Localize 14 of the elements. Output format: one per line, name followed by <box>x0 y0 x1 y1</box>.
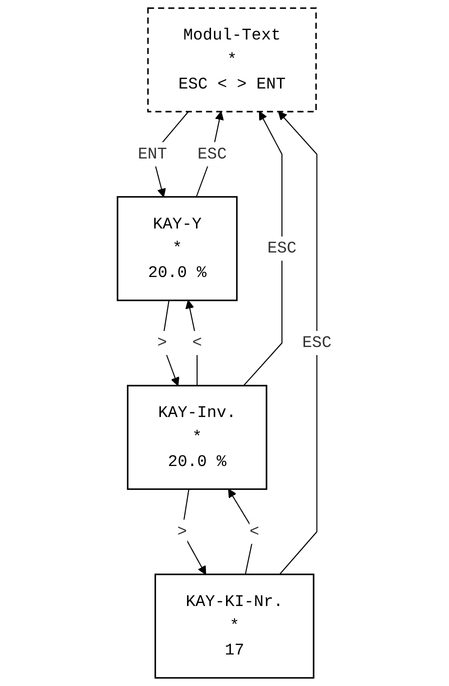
node-box <box>154 574 314 679</box>
node-box <box>126 384 268 490</box>
arrow <box>243 111 282 386</box>
node-box <box>147 7 317 112</box>
edge-label: ENT <box>138 145 168 164</box>
edge-label: < <box>192 334 202 352</box>
edge-label: ESC <box>197 145 227 164</box>
node-box <box>116 196 238 302</box>
edge-label: ESC <box>302 334 332 352</box>
edge-label: > <box>177 522 187 541</box>
arrow <box>278 111 318 575</box>
edge-label: ESC <box>267 239 297 258</box>
edge-label: < <box>249 522 260 541</box>
edge-label: > <box>157 334 168 352</box>
